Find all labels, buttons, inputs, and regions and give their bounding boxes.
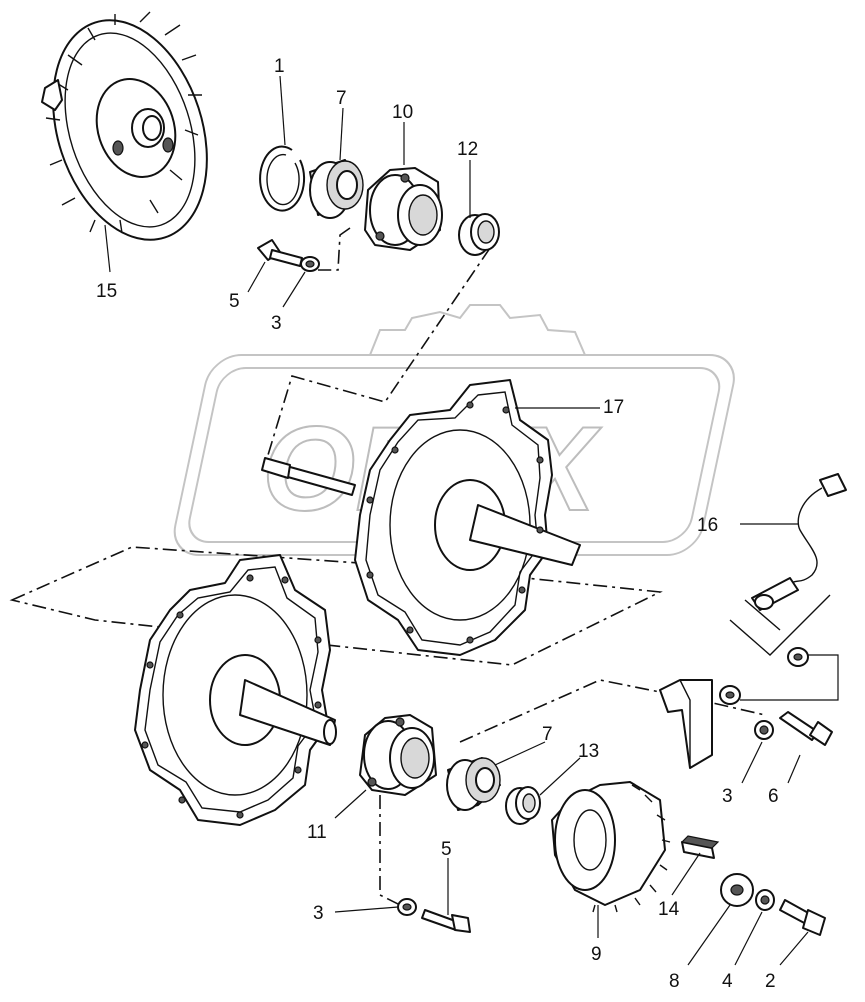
callout-labels: 1 7 10 12 15 5 3 17 16 7 13 11 3 6 5 14 … xyxy=(96,56,779,992)
callout-5-lower: 5 xyxy=(441,839,452,860)
callout-2: 2 xyxy=(765,971,776,992)
callout-3-top: 3 xyxy=(271,313,282,334)
callout-6: 6 xyxy=(768,786,779,807)
callout-11: 11 xyxy=(307,822,327,843)
bushing-part-12 xyxy=(458,213,500,256)
callout-7-top: 7 xyxy=(336,88,347,109)
fan-disc-part-15 xyxy=(41,11,208,241)
bearing-part-7-top xyxy=(309,159,364,219)
assembly-lines xyxy=(9,227,766,906)
callout-17: 17 xyxy=(603,397,624,418)
callout-3-right: 3 xyxy=(722,786,733,807)
callout-14: 14 xyxy=(658,899,680,920)
nut-part-3-top xyxy=(300,256,320,272)
bolt-part-6 xyxy=(779,711,833,746)
flange-housing-part-10 xyxy=(364,167,443,251)
callout-1: 1 xyxy=(274,56,285,77)
callout-16: 16 xyxy=(697,515,718,536)
flange-housing-part-11 xyxy=(359,714,437,796)
callout-3-lower: 3 xyxy=(313,903,324,924)
bushing-part-13 xyxy=(505,786,541,825)
washers-right xyxy=(719,647,839,705)
sensor-part-16 xyxy=(729,473,847,656)
washer-part-8 xyxy=(720,873,754,907)
callout-8: 8 xyxy=(669,971,680,992)
callout-5-top: 5 xyxy=(229,291,240,312)
callout-13: 13 xyxy=(578,741,599,762)
bolt-part-5-top xyxy=(257,239,303,267)
callout-4: 4 xyxy=(722,971,733,992)
nut-part-4 xyxy=(755,889,775,911)
nut-part-3-lower xyxy=(397,898,417,916)
leader-lines xyxy=(104,75,809,966)
bearing-part-7-lower xyxy=(446,757,501,811)
sprocket-wheel-part-9 xyxy=(551,781,671,913)
callout-12: 12 xyxy=(457,139,478,160)
bolt-part-5-lower xyxy=(421,909,471,933)
circlip-part-1 xyxy=(259,145,306,212)
callout-9: 9 xyxy=(591,944,602,965)
callout-15: 15 xyxy=(96,281,117,302)
sprocket-part-17 xyxy=(261,379,581,656)
bracket xyxy=(659,679,713,769)
bolt-part-2 xyxy=(779,899,826,936)
callout-7-lower: 7 xyxy=(542,724,553,745)
callout-10: 10 xyxy=(392,102,413,123)
key-part-14 xyxy=(680,835,720,859)
nut-part-3-right xyxy=(754,720,774,740)
sprocket-lower-left xyxy=(134,554,337,826)
